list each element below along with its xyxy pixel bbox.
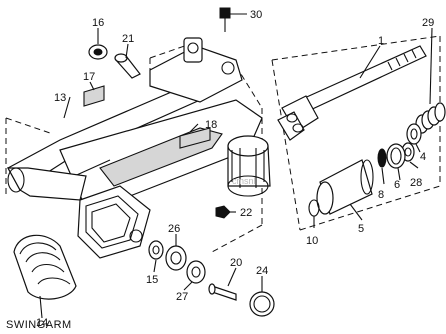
- callout-1: 1: [378, 35, 384, 47]
- callout-17: 17: [83, 71, 95, 83]
- callout-4: 4: [420, 151, 426, 163]
- part-20-bolt: [208, 283, 237, 301]
- part-1-driveshaft: [277, 45, 427, 141]
- callout-21: 21: [122, 33, 134, 45]
- part-24-cap: [249, 291, 275, 317]
- leader-lines: [39, 13, 433, 319]
- callout-labels: 16 21 17 13 18 30 1 29 4 28 6 8 5 10 22 …: [36, 9, 434, 329]
- part-10-clip: [308, 199, 320, 217]
- callout-24: 24: [256, 265, 268, 277]
- part-16-seal: [88, 44, 108, 60]
- decal-18: [179, 127, 211, 149]
- callout-30: 30: [250, 9, 262, 21]
- decal-17: [83, 85, 105, 107]
- callout-18: 18: [205, 119, 217, 131]
- callout-15: 15: [146, 274, 158, 286]
- part-6-ring: [386, 143, 406, 169]
- part-4-washer: [406, 123, 422, 145]
- part-21-bolt: [114, 53, 141, 79]
- callout-22: 22: [240, 207, 252, 219]
- callout-5: 5: [358, 223, 364, 235]
- callout-14: 14: [36, 317, 48, 329]
- part-27-cap: [186, 260, 206, 284]
- watermark: cmsnl: [232, 176, 256, 186]
- part-26-bearing: [165, 245, 187, 271]
- callout-29: 29: [422, 17, 434, 29]
- part-14-boot: [13, 234, 77, 300]
- callout-10: 10: [306, 235, 318, 247]
- part-5-sleeve: [316, 159, 374, 215]
- part-22-nut: [215, 205, 231, 219]
- part-8-seal: [377, 148, 387, 168]
- callout-20: 20: [230, 257, 242, 269]
- callout-13: 13: [54, 92, 66, 104]
- callout-6: 6: [394, 179, 400, 191]
- callout-16: 16: [92, 17, 104, 29]
- callout-28: 28: [410, 177, 422, 189]
- callout-8: 8: [378, 189, 384, 201]
- diagram-caption: SWINGARM: [6, 319, 72, 331]
- swingarm-body: [6, 37, 271, 259]
- part-15-washer: [148, 240, 164, 260]
- part-30-bolt: [219, 7, 231, 32]
- callout-26: 26: [168, 223, 180, 235]
- callout-27: 27: [176, 291, 188, 303]
